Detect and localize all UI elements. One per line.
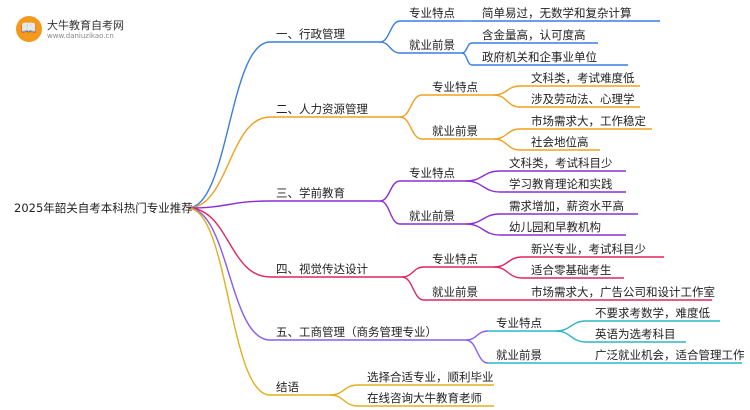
group-connector xyxy=(379,41,401,54)
leaf-node: 文科类，考试难度低 xyxy=(531,71,635,85)
branch-connector xyxy=(187,207,271,396)
leaf-connector xyxy=(493,138,521,151)
brand-url: www.daniuzikao.cn xyxy=(47,32,114,40)
leaf-connector xyxy=(493,128,521,140)
leaf-connector xyxy=(329,384,359,396)
branch-node: 结语 xyxy=(276,380,299,394)
leaf-node: 社会地位高 xyxy=(531,135,589,149)
root-node: 2025年韶关自考本科热门专业推荐 xyxy=(14,201,193,215)
leaf-connector xyxy=(465,223,501,236)
book-icon: 📖 xyxy=(16,16,42,42)
leaf-node: 需求增加，薪资水平高 xyxy=(509,199,624,213)
leaf-node: 涉及劳动法、心理学 xyxy=(531,92,635,106)
branch-connector xyxy=(187,116,271,209)
group-node: 就业前景 xyxy=(432,285,478,299)
leaf-node: 市场需求大，工作稳定 xyxy=(531,114,646,128)
group-node: 就业前景 xyxy=(432,124,478,138)
leaf-connector xyxy=(465,180,501,193)
node-underlines xyxy=(270,20,742,407)
group-connector xyxy=(401,266,425,278)
leaf-node: 在线咨询大牛教育老师 xyxy=(367,391,482,405)
brand-name: 大牛教育自考网 xyxy=(47,19,124,32)
group-connector xyxy=(379,20,401,43)
branch-node: 四、视觉传达设计 xyxy=(276,262,368,276)
group-node: 就业前景 xyxy=(409,209,455,223)
leaf-connector xyxy=(493,85,521,96)
group-connector xyxy=(465,339,489,364)
leaf-connector xyxy=(493,94,521,108)
group-connector xyxy=(465,330,489,341)
group-node: 专业特点 xyxy=(432,80,478,94)
branch-node: 一、行政管理 xyxy=(276,27,345,41)
leaf-node: 英语为选考科目 xyxy=(595,327,676,341)
leaf-connector xyxy=(465,213,501,225)
connector-lines xyxy=(187,20,587,407)
brand-logo: 📖 大牛教育自考网 www.daniuzikao.cn xyxy=(16,14,136,44)
leaf-node: 幼儿园和早教机构 xyxy=(509,220,601,234)
leaf-node: 选择合适专业，顺利毕业 xyxy=(367,370,494,384)
leaf-connector xyxy=(555,320,587,332)
group-node: 专业特点 xyxy=(409,166,455,180)
leaf-node: 广泛就业机会，适合管理工作 xyxy=(595,348,745,362)
leaf-connector xyxy=(493,256,523,268)
group-node: 就业前景 xyxy=(409,38,455,52)
group-node: 专业特点 xyxy=(432,252,478,266)
leaf-node: 学习教育理论和实践 xyxy=(509,177,613,191)
leaf-node: 文科类，考试科目少 xyxy=(509,156,613,170)
group-node: 专业特点 xyxy=(409,6,455,20)
branch-connector xyxy=(187,207,271,341)
leaf-connector xyxy=(329,394,359,407)
group-connector xyxy=(379,180,401,202)
leaf-connector xyxy=(465,170,501,182)
branch-node: 二、人力资源管理 xyxy=(276,102,368,116)
branch-node: 五、工商管理（商务管理专业） xyxy=(276,325,437,339)
leaf-node: 政府机关和企事业单位 xyxy=(482,50,597,64)
group-node: 专业特点 xyxy=(496,316,542,330)
leaf-node: 简单易过，无数学和复杂计算 xyxy=(482,6,632,20)
group-connector xyxy=(399,116,423,140)
branch-connector xyxy=(187,207,271,278)
group-node: 就业前景 xyxy=(496,348,542,362)
branch-connector xyxy=(187,41,271,209)
group-connector xyxy=(379,200,401,225)
leaf-connector xyxy=(493,266,523,279)
group-connector xyxy=(399,94,423,118)
group-connector xyxy=(401,276,425,301)
leaf-node: 适合零基础考生 xyxy=(531,263,612,277)
leaf-node: 新兴专业，考试科目少 xyxy=(531,242,646,256)
leaf-connector xyxy=(461,42,473,54)
branch-connector xyxy=(187,200,271,209)
leaf-connector xyxy=(461,52,473,66)
leaf-connector xyxy=(555,330,587,343)
leaf-node: 含金量高，认可度高 xyxy=(482,28,586,42)
leaf-node: 市场需求大，广告公司和设计工作室 xyxy=(531,285,715,299)
leaf-node: 不要求考数学，难度低 xyxy=(595,306,710,320)
branch-node: 三、学前教育 xyxy=(276,186,345,200)
